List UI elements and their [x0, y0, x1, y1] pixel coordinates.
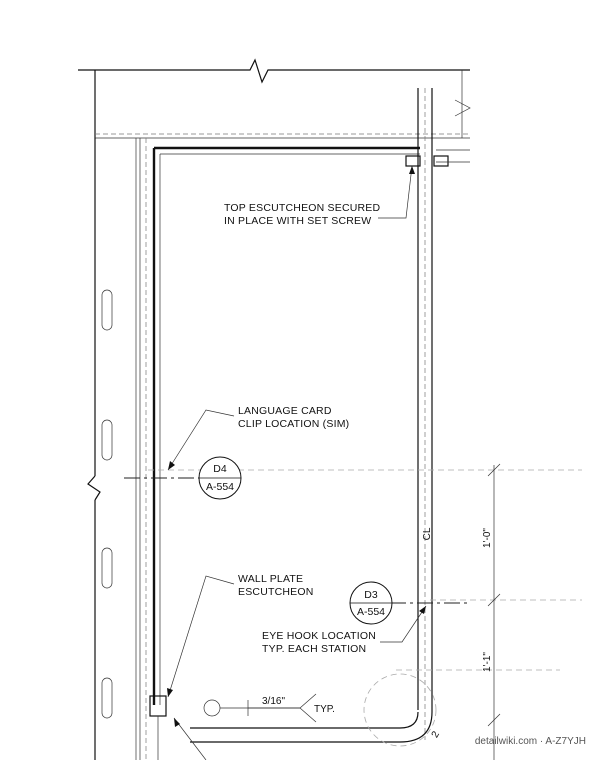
detail-tag-d3-sheet: A-554	[357, 606, 385, 618]
watermark: detailwiki.com · A-Z7YJH	[475, 736, 586, 747]
centerline-symbol: CL	[422, 527, 433, 540]
radius-label: 2	[430, 729, 443, 740]
weld-note: TYP.	[314, 704, 335, 715]
note-language-card-line1: LANGUAGE CARD	[238, 405, 332, 417]
dimension-lower: 1'-1"	[482, 652, 493, 672]
detail-tag-d4: D4 A-554	[198, 456, 242, 500]
grab-rail	[149, 88, 470, 760]
leaders	[167, 165, 427, 760]
note-top-escutcheon: TOP ESCUTCHEON SECURED IN PLACE WITH SET…	[224, 202, 381, 227]
note-wall-plate-line2: ESCUTCHEON	[238, 586, 314, 598]
dimension-string: 1'-0" 1'-1"	[482, 463, 501, 760]
dimension-upper: 1'-0"	[482, 528, 493, 548]
note-eye-hook: EYE HOOK LOCATION TYP. EACH STATION	[262, 630, 376, 655]
detail-tag-d3-id: D3	[364, 589, 378, 601]
section-cut-lines	[124, 477, 470, 604]
detail-tag-d4-id: D4	[213, 463, 227, 475]
note-language-card-line2: CLIP LOCATION (SIM)	[238, 418, 349, 430]
weld-size: 3/16"	[262, 696, 285, 707]
left-wall	[87, 138, 147, 760]
note-eye-hook-line1: EYE HOOK LOCATION	[262, 630, 376, 642]
weld-callout: 3/16" TYP. 2	[247, 693, 443, 740]
note-eye-hook-line2: TYP. EACH STATION	[262, 643, 366, 655]
note-top-escutcheon-line1: TOP ESCUTCHEON SECURED	[224, 202, 381, 214]
ceiling-slab	[78, 58, 471, 139]
detail-tag-d3: D3 A-554	[349, 581, 393, 625]
note-wall-plate-line1: WALL PLATE	[238, 573, 303, 585]
note-top-escutcheon-line2: IN PLACE WITH SET SCREW	[224, 215, 371, 227]
note-language-card: LANGUAGE CARD CLIP LOCATION (SIM)	[238, 405, 349, 430]
centerline-label: CL	[422, 527, 433, 540]
detail-tag-d4-sheet: A-554	[206, 481, 234, 493]
note-wall-plate: WALL PLATE ESCUTCHEON	[238, 573, 314, 598]
